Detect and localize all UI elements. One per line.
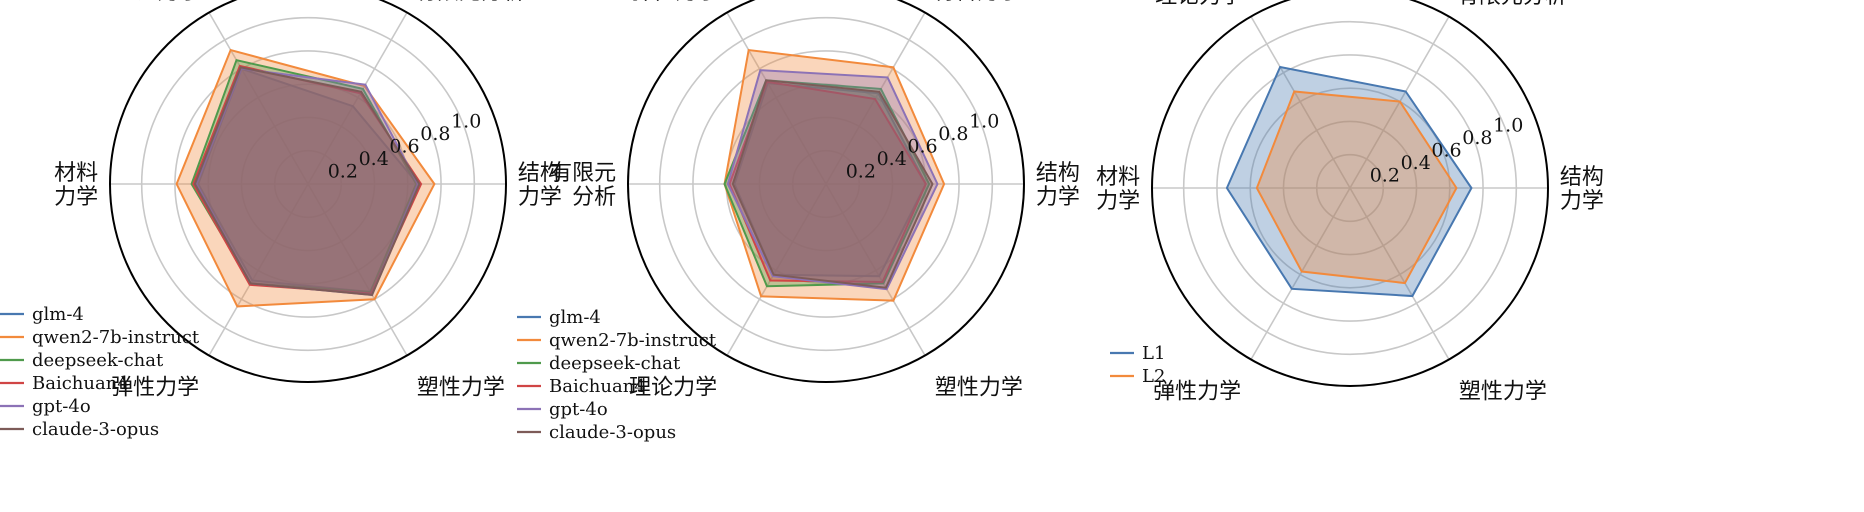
legend-label: Baichuan4: [32, 373, 129, 394]
radar-panel-3: 0.20.40.60.81.0结构力学有限元分析理论力学材料力学弹性力学塑性力学…: [1096, 0, 1604, 405]
r-tick-label: 1.0: [1493, 115, 1523, 137]
axis-label: 塑性力学: [1459, 380, 1547, 405]
axis-label: 力学: [1560, 189, 1604, 214]
series-polygon-deepseek-chat: [723, 79, 931, 288]
polar-frame: [1151, 0, 1549, 387]
grid-spoke: [208, 12, 309, 185]
grid-spoke: [307, 183, 408, 356]
legend-label: Baichuan4: [549, 376, 646, 397]
r-tick-label: 0.2: [846, 161, 876, 183]
series-polygon-Baichuan4: [192, 64, 423, 295]
axis-label: 结构: [1036, 161, 1080, 186]
axis-label: 弹性力学: [111, 376, 199, 401]
axis-label: 弹性力学: [1153, 380, 1241, 405]
legend-label: gpt-4o: [549, 399, 608, 420]
axis-label: 塑性力学: [935, 376, 1023, 401]
r-tick-label: 0.4: [1401, 152, 1431, 174]
r-tick-label: 0.4: [877, 148, 907, 170]
r-tick-label: 0.4: [359, 148, 389, 170]
series-polygon-Baichuan4: [728, 80, 927, 283]
grid-spoke: [1250, 16, 1351, 189]
axis-label: 材料: [54, 161, 98, 186]
series-polygon-qwen2-7b-instruct: [175, 48, 436, 308]
legend-label: L1: [1142, 343, 1165, 364]
legend-label: qwen2-7b-instruct: [549, 330, 717, 351]
radar-panel-2: 0.20.40.60.81.0结构力学材料力学弹性力学有限元分析理论力学塑性力学…: [517, 0, 1080, 443]
axis-label: 结构: [1560, 165, 1604, 190]
r-tick-label: 0.2: [1370, 165, 1400, 187]
axis-label: 分析: [572, 185, 616, 210]
axis-label: 理论力学: [1155, 0, 1243, 9]
axis-label: 结构: [518, 161, 562, 186]
legend: glm-4qwen2-7b-instructdeepseek-chatBaich…: [0, 304, 200, 440]
axis-label: 力学: [54, 185, 98, 210]
legend-label: qwen2-7b-instruct: [32, 327, 200, 348]
legend-label: claude-3-opus: [549, 422, 676, 443]
grid-spoke: [208, 183, 309, 356]
legend-label: L2: [1142, 366, 1165, 387]
grid-spoke: [307, 12, 408, 185]
r-tick-label: 0.6: [907, 136, 937, 158]
series-polygon-claude-3-opus: [193, 66, 421, 296]
series-polygon-gpt-4o: [726, 69, 939, 291]
legend-label: deepseek-chat: [549, 353, 681, 374]
legend-label: claude-3-opus: [32, 419, 159, 440]
r-tick-label: 0.8: [938, 123, 968, 145]
polar-frame: [627, 0, 1025, 383]
r-tick-label: 0.8: [1462, 127, 1492, 149]
series-polygon-claude-3-opus: [731, 79, 934, 289]
legend-label: glm-4: [549, 307, 601, 328]
axis-label: 有限元: [550, 161, 616, 186]
axis-label: 弹性力学: [631, 0, 719, 5]
grid-spoke: [726, 183, 827, 356]
r-tick-label: 0.6: [1431, 140, 1461, 162]
legend-label: glm-4: [32, 304, 84, 325]
series-polygon-deepseek-chat: [190, 58, 418, 294]
series-polygon-L1: [1225, 65, 1473, 298]
axis-label: 材料: [1096, 165, 1140, 190]
axis-label: 理论力学: [629, 376, 717, 401]
axis-label: 力学: [1096, 189, 1140, 214]
r-tick-label: 1.0: [969, 111, 999, 133]
r-tick-label: 1.0: [451, 111, 481, 133]
axis-label: 力学: [518, 185, 562, 210]
axis-label: 塑性力学: [417, 376, 505, 401]
axis-label: 力学: [1036, 185, 1080, 210]
r-tick-label: 0.6: [389, 136, 419, 158]
legend-label: deepseek-chat: [32, 350, 164, 371]
grid-spoke: [825, 183, 926, 356]
r-tick-label: 0.8: [420, 123, 450, 145]
grid-spoke: [726, 12, 827, 185]
radar-panel-1: 0.20.40.60.81.0结构力学有限元分析理论力学材料力学弹性力学塑性力学…: [0, 0, 562, 440]
axis-label: 理论力学: [113, 0, 201, 5]
r-tick-label: 0.2: [328, 161, 358, 183]
series-polygon-glm-4: [733, 82, 927, 278]
grid-spoke: [1250, 187, 1351, 360]
series-polygon-L2: [1255, 90, 1458, 285]
legend-label: gpt-4o: [32, 396, 91, 417]
polar-frame: [109, 0, 507, 383]
grid-spoke: [1349, 187, 1450, 360]
legend: glm-4qwen2-7b-instructdeepseek-chatBaich…: [517, 307, 717, 443]
